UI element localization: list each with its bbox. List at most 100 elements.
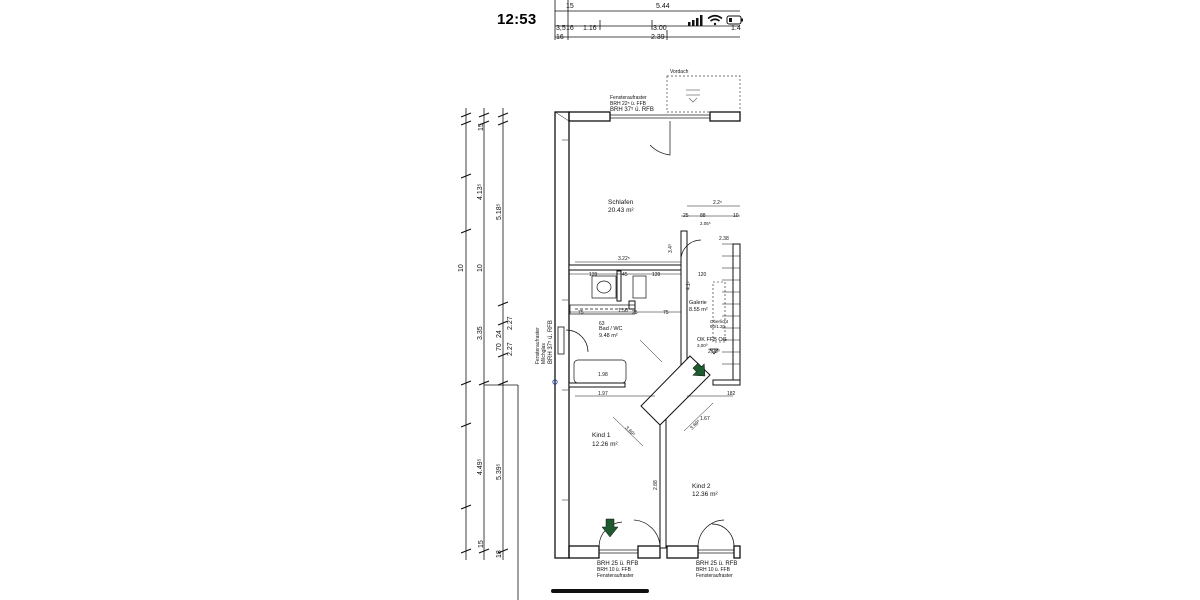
note: Oberlicht [710, 319, 729, 324]
dim-label: 4.13⁵ [477, 183, 484, 200]
interior-dimension-lines [569, 205, 740, 447]
note: Fensteraufraster [696, 573, 733, 579]
dim-label: 2.39 [651, 34, 665, 41]
dim-label: 18 [496, 550, 503, 558]
dim-label: 75 [663, 310, 669, 316]
room-area: 20.43 m² [608, 207, 634, 214]
note: BRH 10 ü. FFB [597, 567, 632, 573]
dim-label: 16 [556, 34, 564, 41]
dim-label: 3.00 [653, 25, 667, 32]
annotation-labels: Fensteraufraster BRH 22⁵ ü. FFB BRH 37⁵ … [535, 95, 737, 579]
dim-label: 139 [652, 272, 661, 278]
dim-label: 24 [496, 330, 503, 338]
interior-walls [568, 230, 741, 549]
dim-label: 4.1² [686, 281, 692, 290]
wall-hatching [554, 111, 570, 501]
dim-label: 1.4 [731, 25, 741, 32]
note: BRH 25 ü. RFB [597, 561, 638, 567]
top-dimension-chain [554, 0, 740, 40]
dim-label: 3.22⁵ [618, 256, 630, 262]
note: BRH 22⁵ ü. FFB [610, 101, 647, 107]
room-area: 12.26 m² [592, 441, 618, 448]
dim-label: 182 [727, 391, 736, 397]
bathtub [573, 359, 627, 384]
note: BRH 37⁵ ü. RFB [547, 320, 554, 364]
dim-label: 45 [622, 272, 628, 278]
room-name: Galerie [689, 300, 707, 306]
dim-label: 10 [477, 264, 484, 272]
note: BRH 37⁵ ü. RFB [610, 106, 654, 113]
dim-label: 3,5 [556, 25, 566, 32]
dim-label: 2.38 [719, 236, 729, 242]
bathroom-fixtures [569, 275, 647, 384]
dim-label: 139 [589, 272, 598, 278]
status-icons [688, 14, 743, 26]
note: 2,90⁰ [708, 349, 720, 355]
dim-label: 5.44 [656, 3, 670, 10]
dim-label: 88 [700, 213, 706, 219]
room-labels: Schlafen 20.43 m² Bad / WC 9.48 m² Galer… [592, 199, 718, 498]
note: BRH 25 ü. RFB [696, 561, 737, 567]
note: BRH 10 ü. FFB [696, 567, 731, 573]
door-swings [565, 121, 735, 547]
dim-label: 15 [478, 540, 485, 548]
dim-label: 10 [458, 264, 465, 272]
dim-label: 5.18⁵ [496, 203, 503, 220]
left-dimension-labels: 15 10 4.13⁵ 5.18⁵ 10 3.35 70 2.27 24 2.2… [458, 123, 514, 558]
dim-label: 3.4⁰ [668, 244, 674, 253]
dim-label: 15 [478, 123, 485, 131]
dim-label: 25 [683, 213, 689, 219]
dim-label: 2.2⁵ [713, 200, 722, 206]
home-indicator[interactable] [551, 589, 649, 593]
room-name: Kind 2 [692, 483, 711, 490]
dim-label: 75 [578, 310, 584, 316]
dim-label: 70 [496, 343, 503, 351]
left-dimension-chain [460, 108, 519, 600]
dim-label: 2.88 [653, 480, 659, 490]
note: Fensteraufraster [610, 95, 647, 101]
dim-label: 1.56 [618, 308, 628, 314]
toilet [596, 280, 612, 294]
dim-label: 10 [733, 213, 739, 219]
vordach-label: Vordach [670, 69, 689, 75]
room-area: 12.36 m² [692, 491, 718, 498]
green-arrow-icon [601, 362, 706, 538]
wifi-icon [707, 14, 723, 26]
dim-label: 90/1.20 [710, 324, 726, 329]
staircase [712, 243, 740, 365]
note: Fensteraufraster [597, 573, 634, 579]
top-dimension-labels: 5.44 1.16 3.00 2.39 1.4 15 16 3,5 16 [556, 3, 741, 41]
note: Fensteraufraster [535, 327, 541, 364]
note: 3,00⁰ [697, 343, 708, 348]
dim-label: 1.16 [583, 25, 597, 32]
status-time: 12:53 [497, 11, 537, 28]
dim-label: 4.49⁵ [477, 458, 484, 475]
dim-label: 120 [698, 272, 707, 278]
battery-icon [726, 15, 743, 25]
room-name: Schlafen [608, 199, 634, 206]
room-name: Bad / WC [599, 326, 623, 332]
signal-icon [688, 15, 703, 26]
room-area: 9.48 m² [599, 333, 618, 339]
level-marker-icon [552, 348, 719, 385]
dim-label: 63 [599, 321, 605, 327]
room-area: 8.55 m² [689, 307, 708, 313]
dim-label: 15 [566, 3, 574, 10]
exterior-walls [554, 111, 741, 559]
dim-label: 5.39⁵ [496, 463, 503, 480]
vordach: Vordach [666, 69, 741, 113]
dim-label: 1.67 [700, 416, 710, 422]
dim-label: 2.27 [507, 316, 514, 330]
dim-label: 3.69⁵ [624, 425, 637, 438]
dim-label: 25 [632, 310, 638, 316]
vordach-symbol [686, 89, 700, 103]
dim-label: 1.98 [598, 372, 608, 378]
room-name: Kind 1 [592, 432, 611, 439]
note: Milchglas [541, 343, 547, 364]
dim-label: 3.35 [477, 326, 484, 340]
dim-label: 1.97 [598, 391, 608, 397]
note: OK FFB OG [697, 337, 727, 343]
dim-label: 16 [566, 25, 574, 32]
